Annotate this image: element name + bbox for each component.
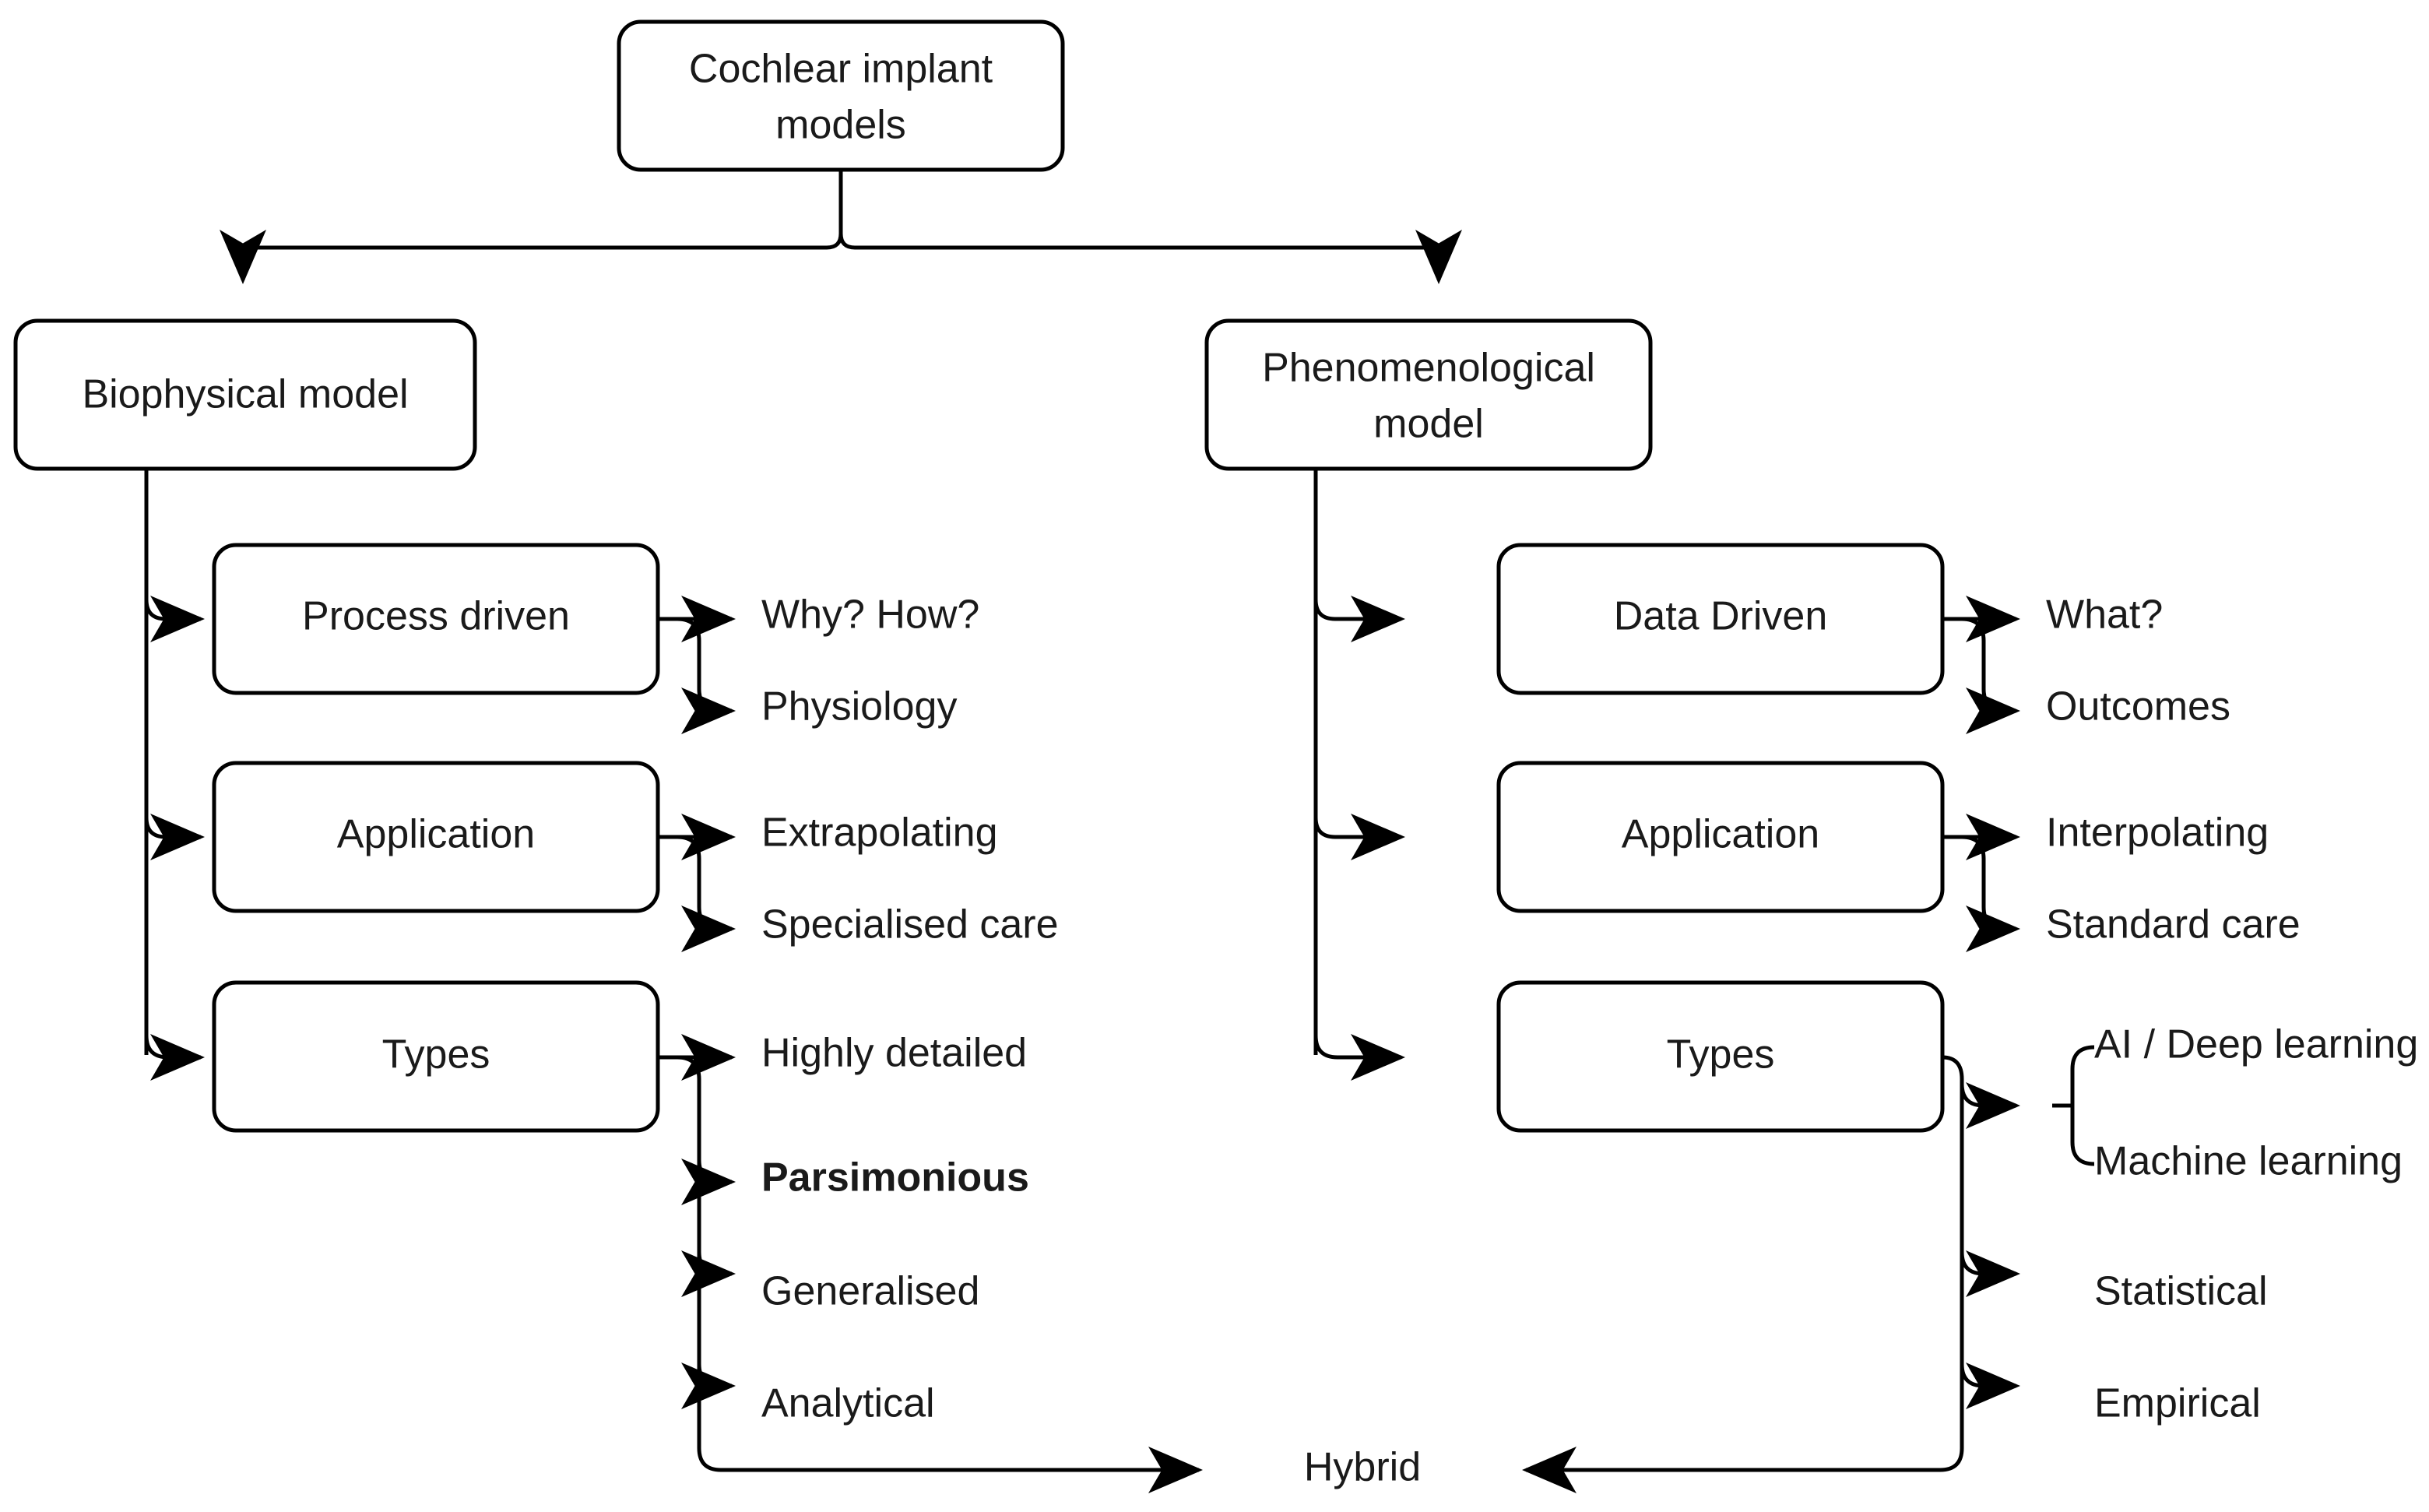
- node-hybrid-label: Hybrid: [1304, 1445, 1421, 1490]
- node-phenomenological-model-box: [1204, 318, 1653, 471]
- node-application-right-label: Application: [1622, 812, 1819, 857]
- edge-types-left-to-hybrid: [677, 1055, 1203, 1493]
- leaf-label-extrapolating: Extrapolating: [761, 811, 998, 856]
- node-phenomenological-model[interactable]: Phenomenological model: [1204, 318, 1653, 471]
- edge-types-right-to-statistical: [1960, 1250, 2020, 1297]
- edge-types-left-to-leaf-2: [681, 1250, 736, 1297]
- node-phenomenological-model-label-line2: model: [1373, 402, 1484, 447]
- node-types-right[interactable]: Types: [1496, 980, 1945, 1133]
- edge-phenomenological-to-application: [1313, 814, 1405, 860]
- leaf-label-analytical: Analytical: [761, 1381, 935, 1426]
- node-data-driven-label: Data Driven: [1614, 594, 1828, 639]
- leaf-label-what: What?: [2046, 592, 2163, 638]
- leaf-label-highly-detailed: Highly detailed: [761, 1031, 1027, 1076]
- node-types-left[interactable]: Types: [212, 980, 660, 1133]
- leaf-label-physiology: Physiology: [761, 684, 957, 730]
- edge-data-driven-to-leaf-1: [1961, 617, 2020, 734]
- edge-phenomenological-to-data-driven: [1313, 596, 1405, 642]
- leaf-label-generalised: Generalised: [761, 1269, 979, 1314]
- edge-root-to-phenomenological: [838, 170, 1462, 284]
- edge-types-right-to-empirical: [1960, 1363, 2020, 1409]
- leaf-label-standard-care: Standard care: [2046, 902, 2301, 948]
- node-application-right[interactable]: Application: [1496, 761, 1945, 913]
- node-application-left-label: Application: [337, 812, 535, 857]
- node-biophysical-model-box: [13, 318, 477, 471]
- node-biophysical-model-label: Biophysical model: [82, 372, 408, 417]
- node-phenomenological-model-label-line1: Phenomenological: [1262, 346, 1595, 391]
- node-root-label-line2: models: [775, 103, 906, 148]
- leaf-label-interpolating: Interpolating: [2046, 811, 2269, 856]
- edge-types-right-to-hybrid: [1522, 1055, 1964, 1493]
- leaf-label-statistical: Statistical: [2094, 1269, 2268, 1314]
- node-biophysical-model[interactable]: Biophysical model: [13, 318, 477, 471]
- leaf-label-ai-deep-learning: AI / Deep learning: [2094, 1022, 2418, 1067]
- edge-biophysical-to-application: [144, 814, 205, 860]
- leaf-label-empirical: Empirical: [2094, 1381, 2261, 1426]
- leaf-label-outcomes: Outcomes: [2046, 684, 2230, 730]
- node-process-driven[interactable]: Process driven: [212, 543, 660, 695]
- edge-types-left-to-leaf-1: [681, 1159, 736, 1205]
- leaf-label-why-how: Why? How?: [761, 592, 979, 638]
- node-data-driven[interactable]: Data Driven: [1496, 543, 1945, 695]
- edge-application-left-to-leaf-1: [677, 835, 736, 952]
- edge-types-left-to-leaf-3: [681, 1363, 736, 1409]
- node-root[interactable]: Cochlear implant models: [617, 19, 1065, 172]
- leaf-label-parsimonious: Parsimonious: [761, 1155, 1029, 1201]
- edge-biophysical-to-process-driven: [144, 596, 205, 642]
- leaf-label-machine-learning: Machine learning: [2094, 1139, 2403, 1184]
- edge-root-to-biophysical: [220, 170, 843, 284]
- leaf-label-specialised-care: Specialised care: [761, 902, 1059, 948]
- edge-application-right-to-leaf-1: [1961, 835, 2020, 952]
- node-root-label-line1: Cochlear implant: [689, 47, 993, 92]
- edge-biophysical-to-types: [144, 1034, 205, 1081]
- node-types-right-label: Types: [1667, 1032, 1775, 1078]
- edge-types-right-to-ml-group: [1960, 1082, 2020, 1129]
- bracket-ml-group: [2070, 1045, 2095, 1166]
- node-application-left[interactable]: Application: [212, 761, 660, 913]
- node-types-left-label: Types: [382, 1032, 490, 1078]
- node-process-driven-label: Process driven: [302, 594, 570, 639]
- edge-phenomenological-to-types: [1313, 1034, 1405, 1081]
- edge-process-driven-to-leaf-1: [677, 617, 736, 734]
